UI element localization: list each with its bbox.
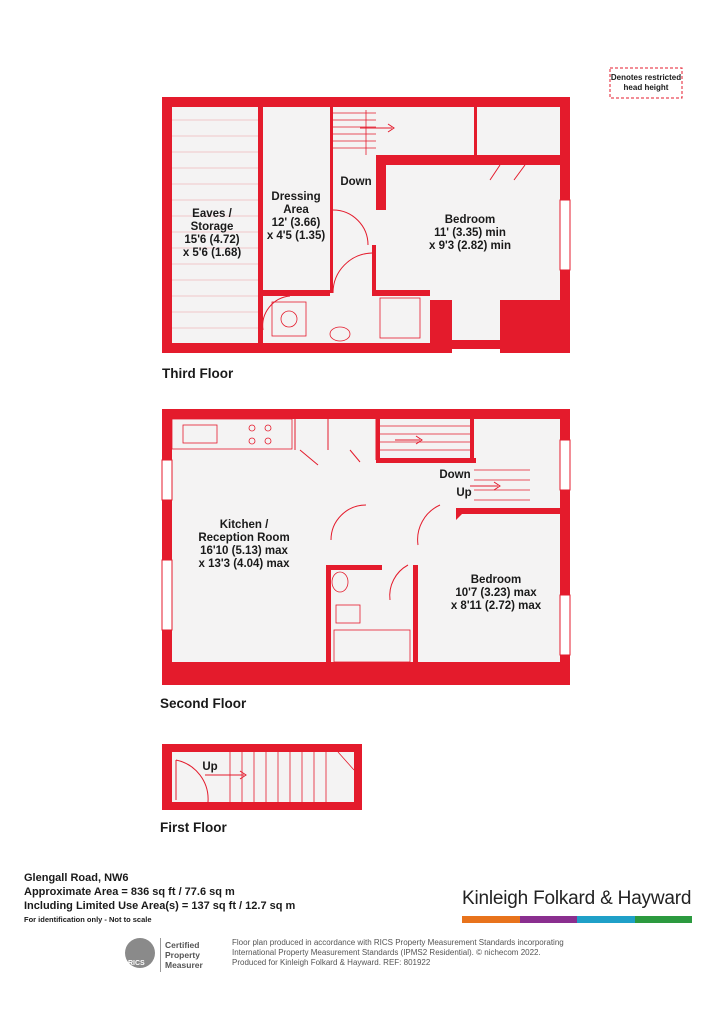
second-down-label: Down — [439, 469, 470, 481]
rics-badge: RICS Certified Property Measurer — [125, 938, 225, 974]
agency-logo-text: Kinleigh Folkard & Hayward — [462, 888, 692, 909]
eaves-label-2: Storage — [191, 221, 234, 233]
second-floor-title: Second Floor — [160, 696, 247, 711]
third-bedroom-label-3: x 9'3 (2.82) min — [429, 240, 511, 252]
disclaimer-line-1: Floor plan produced in accordance with R… — [232, 938, 564, 947]
second-floor-plan: Kitchen / Reception Room 16'10 (5.13) ma… — [160, 409, 571, 711]
approximate-area: Approximate Area = 836 sq ft / 77.6 sq m — [24, 886, 235, 898]
rics-certification: Certified Property Measurer — [165, 940, 203, 970]
eaves-label-3: 15'6 (4.72) — [184, 234, 239, 246]
disclaimer-line-2: International Property Measurement Stand… — [232, 948, 541, 957]
first-floor-plan: Up First Floor — [160, 744, 362, 835]
agency-color-bar — [462, 916, 692, 923]
dressing-label-3: 12' (3.66) — [272, 217, 321, 229]
identification-note: For identification only - Not to scale — [24, 915, 152, 924]
eaves-label-1: Eaves / — [192, 208, 232, 220]
brand-bar-segment — [577, 916, 635, 923]
rics-line-1: Certified — [165, 940, 200, 950]
eaves-storage-area — [172, 107, 258, 343]
limited-use-area: Including Limited Use Area(s) = 137 sq f… — [24, 900, 296, 912]
dressing-label-2: Area — [283, 204, 309, 216]
third-down-label: Down — [340, 176, 371, 188]
brand-bar-segment — [634, 916, 692, 923]
rics-line-3: Measurer — [165, 960, 203, 970]
disclaimer-line-3: Produced for Kinleigh Folkard & Hayward.… — [232, 958, 431, 967]
first-up-label: Up — [202, 761, 217, 773]
kitchen-label-1: Kitchen / — [220, 519, 269, 531]
eaves-label-4: x 5'6 (1.68) — [183, 247, 242, 259]
disclaimer-text: Floor plan produced in accordance with R… — [232, 938, 592, 968]
dressing-label-4: x 4'5 (1.35) — [267, 230, 326, 242]
second-bedroom-label-1: Bedroom — [471, 574, 521, 586]
rics-line-2: Property — [165, 950, 200, 960]
third-bedroom-label-1: Bedroom — [445, 214, 495, 226]
second-bedroom-label-2: 10'7 (3.23) max — [455, 587, 537, 599]
brand-bar-segment — [462, 916, 520, 923]
kitchen-label-4: x 13'3 (4.04) max — [199, 558, 291, 570]
third-bedroom-label-2: 11' (3.35) min — [434, 227, 506, 239]
rics-seal-icon — [125, 938, 155, 968]
second-bedroom-label-3: x 8'11 (2.72) max — [451, 600, 542, 612]
kitchen-label-3: 16'10 (5.13) max — [200, 545, 288, 557]
kitchen-label-2: Reception Room — [198, 532, 289, 544]
rics-divider — [160, 938, 161, 972]
third-floor-plan: Eaves / Storage 15'6 (4.72) x 5'6 (1.68)… — [162, 97, 571, 381]
third-floor-title: Third Floor — [162, 366, 234, 381]
property-address: Glengall Road, NW6 — [24, 872, 129, 884]
rics-seal-text: RICS — [128, 960, 145, 967]
brand-bar-segment — [519, 916, 577, 923]
second-up-label: Up — [456, 487, 471, 499]
first-floor-title: First Floor — [160, 820, 227, 835]
dressing-label-1: Dressing — [271, 191, 320, 203]
